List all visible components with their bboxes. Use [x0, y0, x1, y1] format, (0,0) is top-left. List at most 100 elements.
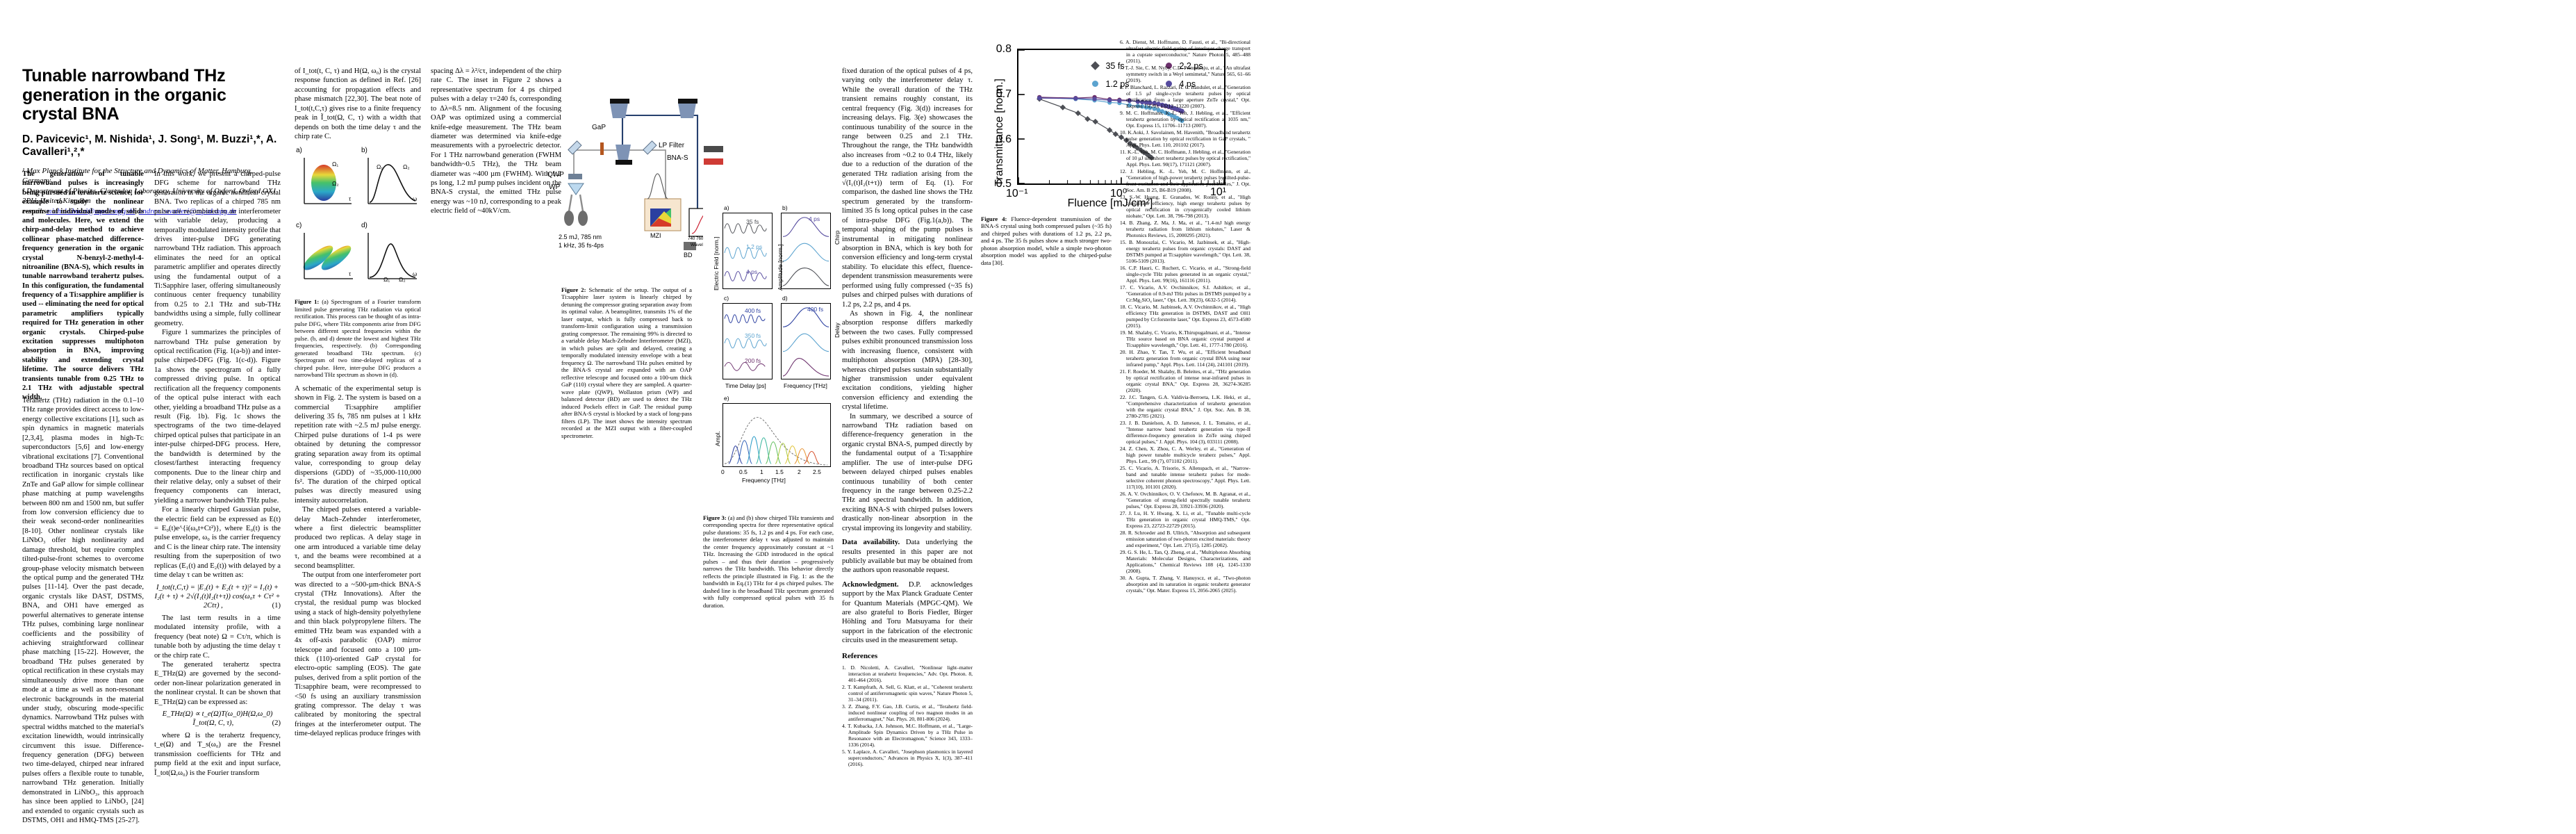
figure-3-trace-a-12ps: 1.2 ps: [746, 243, 763, 250]
col2-paragraph-1: In this work, we present a chirped-pulse…: [154, 170, 281, 327]
figure-3-panel-a: [723, 213, 773, 289]
reference-item: 10. K.Aoki, J. Savolainen, M. Havenith, …: [1120, 129, 1250, 148]
figure-4-x-tick-3: 10¹: [1210, 186, 1227, 198]
column-1-body: Terahertz (THz) radiation in the 0.1–10 …: [22, 396, 144, 825]
figure-3-xlabel-frequency: Frequency [THz]: [784, 382, 827, 389]
email-prefix: e-mail:: [22, 206, 47, 215]
figure-3-ylabel-ampl: Ampl.: [714, 431, 721, 446]
figure-3-panel-d: [781, 303, 831, 379]
figure-3-trace-a-35fs: 35 fs: [746, 218, 759, 225]
reference-item: 17. C. Vicario, A.V. Ovchinnikov, S.I. A…: [1120, 284, 1250, 303]
figure-3-label-4ps-b: 4 ps: [809, 215, 820, 222]
figure-2-label-rate: 1 kHz, 35 fs-4ps: [559, 242, 604, 249]
figure-4-caption-label: Figure 4:: [981, 215, 1007, 222]
acknowledgment-text: D.P. acknowledges support by the Max Pla…: [842, 580, 973, 645]
figure-4-plot-area: [1017, 49, 1225, 185]
data-availability-text: Data underlying the results presented in…: [842, 539, 973, 575]
data-availability: Data availability. Data underlying the r…: [842, 538, 973, 575]
col3-paragraph-4: The output from one interferometer port …: [295, 571, 421, 738]
figure-2-label-lp-filter: LP Filter: [659, 142, 685, 149]
figure-3-ylabel-amplitude: Amplitude [norm.]: [777, 244, 784, 291]
figure-3-xlabel-time-delay: Time Delay [ps]: [725, 382, 766, 389]
affiliation-2: ² Department of Physics, Clarendon Labor…: [22, 186, 276, 206]
references-heading: References: [842, 651, 878, 660]
figure-4-legend-2: 1.2 ps: [1092, 79, 1130, 89]
reference-item: 27. J. Lu, H. Y. Hwang, X. Li, et al., "…: [1120, 510, 1250, 529]
figure-2-label-bna-s: BNA-S: [667, 154, 688, 162]
reference-item: 25. C. Vicario, A. Trisorio, S. Allenspa…: [1120, 465, 1250, 490]
col1-paragraph-1: Terahertz (THz) radiation in the 0.1–10 …: [22, 397, 144, 824]
figure-4-caption-text: Fluence-dependent transmission of the BN…: [981, 215, 1112, 266]
figure-3-label-chirp: Chirp: [834, 230, 841, 245]
col2-paragraph-5: The generated terahertz spectra E_THz(Ω)…: [154, 660, 281, 706]
author-list: D. Pavicevic¹, M. Nishida¹, J. Song¹, M.…: [22, 133, 277, 158]
contact-emails: e-mail: michele.buzzi@mpsd.mpg.de, andre…: [22, 206, 281, 217]
email-link-2[interactable]: andrea.cavalleri@mpsd.mpg.de: [138, 206, 237, 215]
figure-2-label-energy: 2.5 mJ, 785 nm: [559, 234, 602, 240]
col5-paragraph-2: As shown in Fig. 4, the nonlinear absorp…: [842, 309, 973, 411]
figure-2-label-wp: WP: [549, 183, 561, 191]
figure-2-label-bd: BD: [684, 252, 693, 259]
reference-item: 5. Y. Laplace, A. Cavalleri, "Josephson …: [842, 748, 973, 767]
figure-1-panel-d-plot: ω: [368, 233, 417, 280]
col4-paragraph-1: spacing Δλ = λ²/cτ, independent of the c…: [431, 67, 561, 215]
figure-3-xlabel-e: Frequency [THz]: [742, 477, 786, 484]
reference-item: 26. A. V. Ovchinnikov, O. V. Chefonov, M…: [1120, 491, 1250, 509]
figure-1-omega2-label-a: Ω₂: [332, 180, 339, 188]
column-2-body: In this work, we present a chirped-pulse…: [154, 170, 281, 778]
reference-item: 13. S.-W. Huang, E. Granados, W. Ronny, …: [1120, 194, 1250, 219]
legend-marker-4ps: [1166, 81, 1172, 87]
figure-3-xtick-e-1: 1: [760, 468, 763, 475]
col2-paragraph-3: For a linearly chirped Gaussian pulse, t…: [154, 506, 281, 580]
figure-4-x-tick-1: 10⁻¹: [1006, 188, 1028, 199]
figure-3-xtick-e-25: 2.5: [813, 468, 821, 475]
reference-item: 12. J. Hebling, K. -L. Yeh, M. C. Hoffma…: [1120, 168, 1250, 193]
col3-paragraph-1: of I_tot(t, C, τ) and H(Ω, ω₀) is the cr…: [295, 67, 421, 140]
reference-item: 18. C. Vicario, M. Jazbinsek, A.V. Ovchi…: [1120, 304, 1250, 329]
figure-2-caption-label: Figure 2:: [561, 286, 586, 293]
email-link-1[interactable]: michele.buzzi@mpsd.mpg.de: [46, 206, 135, 215]
figure-3-xtick-e-05: 0.5: [739, 468, 748, 475]
figure-3-trace-c-350fs: 350 fs: [745, 332, 761, 339]
references-list-left: 1. D. Nicoletti, A. Cavalleri, "Nonlinea…: [842, 664, 973, 767]
data-availability-heading: Data availability.: [842, 539, 900, 547]
legend-marker-35fs: [1091, 61, 1100, 70]
reference-item: 11. K.-L. Yeh, M. C. Hoffmann, J. Heblin…: [1120, 149, 1250, 167]
affiliation-1: ¹ Max Planck Institute for the Structure…: [22, 166, 253, 186]
col3-paragraph-3: The chirped pulses entered a variable-de…: [295, 506, 421, 570]
svg-text:τ: τ: [349, 271, 352, 277]
figure-3-trace-c-200fs: 200 fs: [745, 357, 761, 364]
col5-paragraph-1: fixed duration of the optical pulses of …: [842, 67, 973, 309]
figure-3-caption-label: Figure 3:: [703, 514, 727, 521]
figure-2-label-qwp: QWP: [547, 171, 564, 179]
figure-1-omega2-label-d: Ω₂: [399, 276, 406, 284]
figure-3-panel-b: [781, 213, 831, 289]
figure-1-panel-d-label: d): [361, 222, 368, 230]
figure-4-y-tick-06: 0.6: [996, 133, 1012, 145]
figure-3-xtick-e-15: 1.5: [775, 468, 784, 475]
equation-1-number: (1): [272, 602, 281, 610]
col2-paragraph-4: The last term results in a time modulate…: [154, 614, 281, 660]
figure-4-y-tick-07: 0.7: [996, 88, 1012, 100]
figure-3-panel-e: [723, 403, 831, 467]
figure-1-panel-c-plot: τ: [303, 233, 353, 280]
equation-2: E_THz(Ω) ∝ t_e(Ω)T(ω_0)H(Ω,ω_0) Ĩ_tot(Ω,…: [154, 710, 281, 728]
figure-3-panel-a-label: a): [724, 204, 729, 211]
figure-3-panel-b-label: b): [782, 204, 788, 211]
column-1: Tunable narrowband THz generation in the…: [22, 66, 281, 217]
reference-item: 8. F. Blanchard, L. Razzari, H. C. Bandu…: [1120, 84, 1250, 109]
figure-4-legend-4: 4 ps: [1166, 79, 1196, 89]
reference-item: 20. H. Zhao, Y. Tan, T. Wu, et al., "Eff…: [1120, 349, 1250, 368]
figure-1-panel-a-label: a): [296, 147, 302, 155]
reference-item: 4. T. Kubacka, J.A. Johnson, M.C. Hoffma…: [842, 722, 973, 748]
reference-item: 14. B. Zhang, Z. Ma, J. Ma, et al., "1.4…: [1120, 220, 1250, 238]
col5-paragraph-3: In summary, we described a source of nar…: [842, 412, 973, 532]
figure-3-xtick-e-2: 2: [798, 468, 801, 475]
figure-1-panel-b-plot: ω: [368, 158, 417, 205]
figure-3-caption: Figure 3: (a) and (b) show chirped THz t…: [703, 514, 834, 609]
figure-1: a) b) c) d) τ Ω₁ Ω₂: [295, 147, 421, 295]
figure-1-omega1-label-d: Ω₁: [383, 276, 390, 284]
svg-text:τ: τ: [349, 196, 352, 202]
column-3: of I_tot(t, C, τ) and H(Ω, ω₀) is the cr…: [295, 67, 421, 739]
legend-label-35fs: 35 fs: [1105, 61, 1125, 71]
